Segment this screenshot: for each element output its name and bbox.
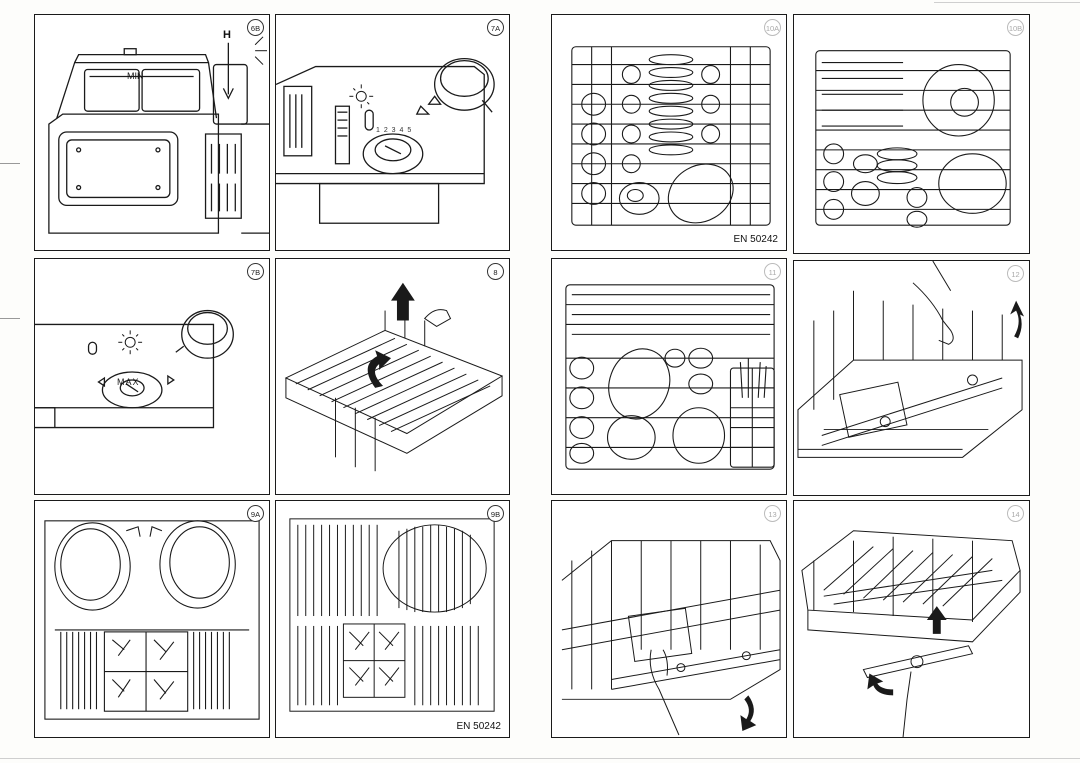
fold-mark [0,318,20,319]
panel-9b-plates-loaded: EN 50242 9B [275,500,510,738]
panel-9a-pots-loaded: 9A [34,500,270,738]
panel-12-fold-down-shelf: 12 [793,260,1030,496]
panel-8-fold-racks: 8 [275,258,510,495]
fold-shelf-illustration [797,261,1025,458]
step-badge-10b: 10B [1007,19,1024,36]
raise-shelf-illustration [561,540,781,736]
step-badge-11: 11 [764,263,781,280]
pots-load-illustration [44,520,260,720]
panel-10b-upper-basket-loaded: 10B [793,14,1030,254]
step-badge-6b: 6B [247,19,264,36]
rinse-aid-max-illustration [35,309,234,429]
panel-11-basket-with-cutlery: 11 [551,258,787,495]
panel-14-spray-arm-removal: 14 [793,500,1030,738]
step-badge-14: 14 [1007,505,1024,522]
plates-load-illustration [289,518,495,712]
step-badge-12: 12 [1007,265,1024,282]
fold-mark [0,163,20,164]
step-badge-7b: 7B [247,263,264,280]
panel-13-raise-shelf: 13 [551,500,787,738]
step-badge-7a: 7A [487,19,504,36]
detergent-dispenser-illustration [48,36,269,234]
lower-basket-load-illustration [571,46,771,226]
panel-10a-lower-basket-loaded: EN 50242 10A [551,14,787,251]
dial-numbers: 1 2 3 4 5 [376,127,413,134]
step-badge-13: 13 [764,505,781,522]
step-badge-10a: 10A [764,19,781,36]
min-label: MIN [127,71,144,81]
panel-6b-detergent-dispenser: H MIN 6B [34,14,270,251]
page-edge [934,2,1080,3]
step-badge-9a: 9A [247,505,264,522]
basket-cutlery-illustration [565,284,775,470]
panel-7a-rinse-aid-dial: 1 2 3 4 5 7A [275,14,510,251]
max-label: MAX [117,377,140,387]
step-badge-8: 8 [487,263,504,280]
standard-caption-lower: EN 50242 [456,721,501,732]
rinse-aid-dial-illustration [276,57,495,224]
fold-racks-illustration [284,282,504,472]
step-badge-9b: 9B [487,505,504,522]
upper-basket-load-illustration [815,50,1011,228]
page-edge [0,758,1080,759]
dispenser-marker-h: H [223,29,231,41]
standard-caption-upper: EN 50242 [733,234,778,245]
panel-7b-rinse-aid-max: MAX 7B [34,258,270,495]
spray-arm-illustration [801,530,1021,737]
